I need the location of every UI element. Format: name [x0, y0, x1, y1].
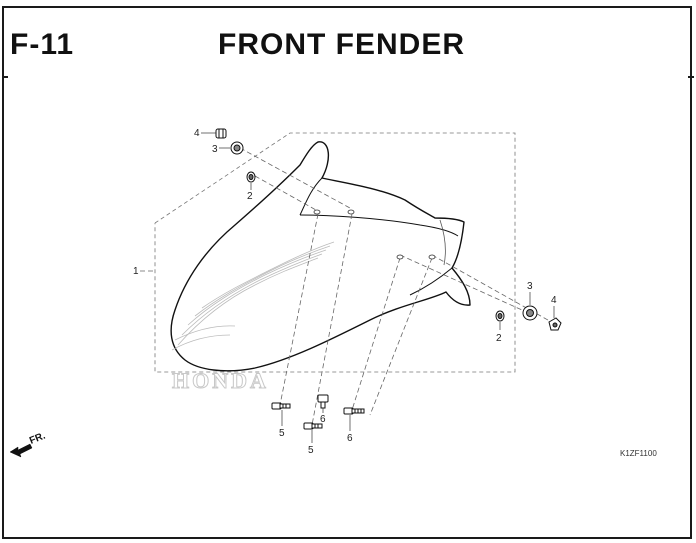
- callout-6-center: 6: [320, 414, 326, 425]
- bolt-6-right: [343, 407, 365, 415]
- callout-2-lower: 2: [496, 333, 502, 344]
- header-divider-right: [688, 76, 694, 78]
- nut-4-lower: [548, 317, 562, 331]
- front-direction-label: FR.: [28, 430, 47, 446]
- callout-4-upper: 4: [194, 128, 200, 139]
- front-fender-part: [170, 141, 471, 372]
- collar-2-lower: [495, 310, 505, 322]
- grommet-3-upper: [230, 141, 244, 155]
- bolt-6-center: [317, 394, 329, 409]
- guide-lines: [140, 147, 556, 426]
- bolt-5-center: [303, 422, 323, 430]
- callout-3-upper: 3: [212, 144, 218, 155]
- front-direction-arrow-icon: FR.: [9, 430, 47, 458]
- callout-3-lower: 3: [527, 281, 533, 292]
- honda-watermark: HONDA: [172, 368, 269, 393]
- page-title: FRONT FENDER: [218, 28, 465, 61]
- screw-4-upper: [215, 128, 227, 139]
- callout-5-center: 5: [308, 445, 314, 456]
- bolt-5-left: [271, 402, 291, 410]
- header-divider-left: [2, 76, 8, 78]
- collar-2-upper: [246, 171, 256, 183]
- grommet-3-lower: [522, 305, 538, 321]
- reference-code: K1ZF1100: [620, 449, 657, 458]
- callout-4-lower: 4: [551, 295, 557, 306]
- callout-2-upper: 2: [247, 191, 253, 202]
- diagram-frame: [2, 6, 692, 539]
- fender-graphic-stripes: [171, 241, 335, 351]
- section-code: F-11: [10, 28, 75, 61]
- mounting-holes: [313, 209, 436, 260]
- callout-5-left: 5: [279, 428, 285, 439]
- callout-1: 1: [133, 266, 139, 277]
- assembly-outline: [154, 132, 516, 373]
- callout-leaders: [201, 132, 555, 443]
- callout-6-right: 6: [347, 433, 353, 444]
